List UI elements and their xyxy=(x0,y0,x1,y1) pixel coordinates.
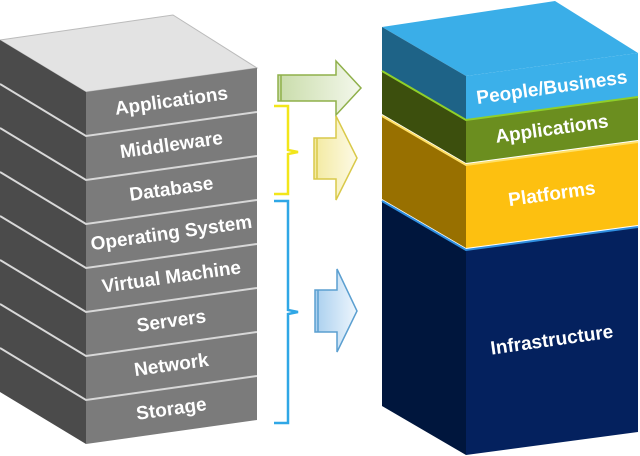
layer-side-face xyxy=(382,27,466,120)
left-layer-front xyxy=(86,244,257,312)
layer-front-face xyxy=(466,53,638,120)
left-layer-front xyxy=(86,156,257,224)
layer-front-face xyxy=(466,97,638,163)
layer-front-face xyxy=(466,142,638,248)
left-layer-front xyxy=(86,112,257,180)
applications-layer: Applications xyxy=(381,70,639,163)
right-stack-top-face xyxy=(382,1,638,76)
yellow-arrow-icon xyxy=(313,115,358,201)
layer-separator xyxy=(0,259,258,314)
left-layer-side xyxy=(0,260,86,356)
left-layer-side xyxy=(0,172,86,268)
left-layer-front xyxy=(86,288,257,356)
left-layer-front xyxy=(86,332,257,400)
layer-separator xyxy=(0,347,258,402)
blue-arrow-icon xyxy=(314,268,358,353)
left-stack: ApplicationsMiddlewareDatabaseOperating … xyxy=(0,14,259,444)
infrastructure-layer: Infrastructure xyxy=(381,200,639,455)
layer-separator xyxy=(0,303,258,358)
layer-highlight-edge xyxy=(381,115,639,167)
layer-separator xyxy=(0,171,258,226)
left-layer: Servers xyxy=(0,259,258,356)
left-layer: Virtual Machine xyxy=(0,215,258,312)
left-layer: Network xyxy=(0,303,258,400)
layer-side-face xyxy=(382,116,466,248)
left-layer-side xyxy=(0,304,86,400)
left-layer-front xyxy=(86,68,257,136)
left-layer: Operating System xyxy=(0,171,258,268)
layer-separator xyxy=(0,83,258,138)
left-layer-side xyxy=(0,84,86,180)
layer-side-face xyxy=(382,71,466,163)
right-stack: People/BusinessApplicationsPlatformsInfr… xyxy=(381,1,639,455)
left-layer-side xyxy=(0,128,86,224)
green-arrow-icon xyxy=(277,59,363,117)
layer-highlight-edge xyxy=(381,70,639,122)
left-layer: Storage xyxy=(0,347,258,444)
left-layer-front xyxy=(86,376,257,444)
left-layer-side xyxy=(0,348,86,444)
layer-separator xyxy=(0,127,258,182)
left-layer-side xyxy=(0,40,86,136)
left-layer: Database xyxy=(0,127,258,224)
platforms-layer: Platforms xyxy=(381,115,639,248)
blue-bracket xyxy=(274,199,299,425)
left-layer: Applications xyxy=(0,40,257,136)
left-layer-front xyxy=(86,200,257,268)
yellow-bracket xyxy=(274,104,299,196)
left-layer-side xyxy=(0,216,86,312)
left-layer: Middleware xyxy=(0,83,258,180)
layer-highlight-edge xyxy=(381,200,639,252)
layer-side-face xyxy=(382,201,466,455)
layer-separator xyxy=(0,215,258,270)
layer-front-face xyxy=(466,227,638,455)
